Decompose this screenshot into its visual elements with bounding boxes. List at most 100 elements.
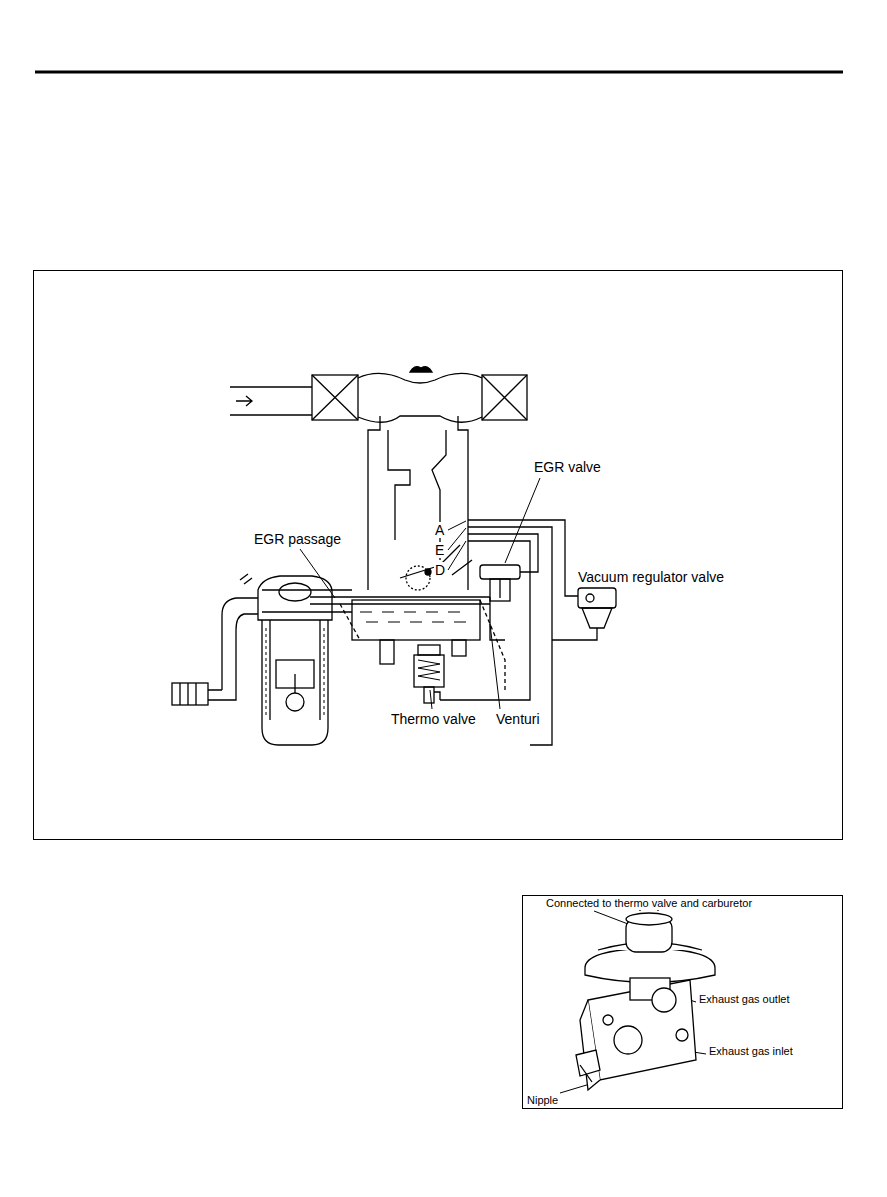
carburetor-part [388,430,410,540]
egr-valve-symbol-part [520,565,538,572]
vacuum-regulator-valve-symbol-part [586,594,594,602]
vacuum-ports-part [468,534,538,565]
manifold-and-egr-passage-part [262,589,352,590]
callout-label: Vacuum regulator valve [577,569,725,585]
callout-label: E [434,542,445,558]
air-cleaner-part [230,414,312,415]
figure-frame-part [34,271,843,840]
egr-valve-symbol-part [490,579,510,601]
thermo-valve-symbol [414,645,444,703]
carburetor-part [360,612,466,622]
callout-label: EGR passage [253,531,342,547]
exhaust-pipe-part [208,690,236,700]
leader-lines-part [448,528,466,550]
figure-frame [34,271,843,1109]
thermo-valve-symbol-part [424,687,434,703]
vacuum-regulator-valve-symbol-part [578,588,616,608]
air-cleaner-part [236,396,252,406]
carburetor-part [352,600,480,640]
vacuum-regulator-valve-symbol-part [582,608,612,628]
page-rule [35,72,843,73]
egr-valve-detail-part [580,1065,592,1082]
callout-label: D [434,562,446,578]
carburetor-part [452,640,466,656]
exhaust-pipe-part [240,574,252,584]
engine-cylinder [258,576,332,745]
carburetor-part [368,416,380,590]
vacuum-regulator-valve-symbol-part [552,628,597,640]
exhaust-pipe-part [222,598,258,690]
egr-valve-detail-part [576,1050,600,1076]
figure-frame-part [523,896,843,1109]
vacuum-ports-part [468,527,552,745]
carburetor-part [432,430,446,560]
engine-cylinder-part [279,583,311,601]
air-cleaner-part [482,375,527,420]
air-cleaner-part [312,375,358,420]
carburetor-part [400,566,438,578]
carburetor-part [425,569,431,575]
callout-label: Exhaust gas outlet [698,993,791,1006]
exhaust-pipe-part [180,683,196,705]
engine-cylinder-part [286,693,304,711]
leader-lines-part [430,690,432,709]
thermo-valve-symbol-part [418,660,440,680]
egr-valve-detail-part [676,1029,688,1041]
egr-valve-detail-part [626,913,672,925]
manifold-and-egr-passage-part [490,597,505,640]
leader-lines-part [490,624,500,709]
engine-cylinder-part [262,620,328,745]
thermo-valve-symbol-part [414,655,444,687]
leader-lines-part [560,1084,590,1093]
manifold-and-egr-passage-part [340,604,360,640]
egr-valve-detail [576,904,715,1090]
egr-valve-detail-part [614,1026,642,1054]
egr-valve-detail-part [580,1000,600,1090]
egr-valve-detail-part [603,1015,613,1025]
page-rule-part [35,71,843,74]
engine-cylinder-part [270,620,320,720]
carburetor-part [380,640,394,664]
leader-lines-part [448,521,466,530]
vacuum-ports-part [468,520,565,560]
air-cleaner-part [358,416,482,422]
callout-label: Nipple [526,1094,559,1107]
carburetor [352,416,480,664]
egr-valve-symbol-part [499,579,500,598]
air-cleaner-part [410,367,432,372]
callout-label: Thermo valve [390,711,477,727]
egr-valve-detail-part [652,988,676,1012]
callout-label: EGR valve [533,459,602,475]
manifold-and-egr-passage-part [262,611,352,612]
air-cleaner-part [230,386,312,387]
egr-valve-symbol [480,565,538,601]
callout-label: A [434,522,445,538]
manifold-and-egr-passage [262,590,505,690]
exhaust-pipe-part [236,614,258,690]
callout-label: Connected to thermo valve and carburetor [545,897,753,910]
leader-lines-part [448,541,466,570]
manifold-and-egr-passage-part [310,603,490,604]
air-cleaner-part [312,375,358,420]
engine-cylinder-part [266,628,324,715]
callout-label: Exhaust gas inlet [708,1045,794,1058]
thermo-valve-symbol-part [418,645,440,655]
air-cleaner-part [482,375,527,420]
air-cleaner-part [358,373,482,383]
engine-cylinder-part [258,576,332,620]
thermo-valve-symbol-part [434,692,440,700]
manifold-and-egr-passage-part [310,596,490,597]
exhaust-pipe-part [172,683,208,705]
leader-lines-part [300,549,335,598]
callout-label: Venturi [495,711,541,727]
vacuum-ports-part [440,541,530,700]
engine-cylinder-part [294,674,295,693]
air-cleaner [230,367,527,423]
leader-lines-part [505,478,540,563]
egr-valve-detail-part [585,948,715,983]
egr-valve-symbol-part [480,565,520,579]
exhaust-pipe [172,574,258,705]
carburetor-part [406,566,430,590]
